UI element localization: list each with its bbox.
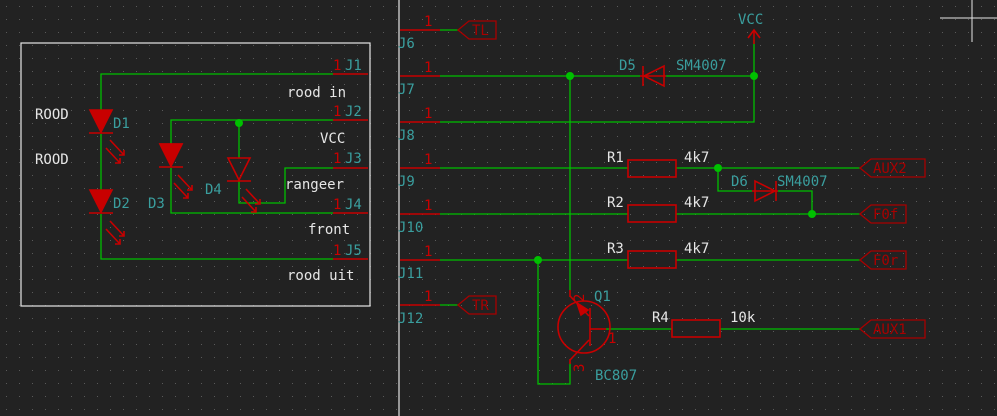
resistor-r2[interactable]: R2 4k7 (607, 195, 709, 223)
j9-pin-number: 1 (424, 152, 432, 168)
vcc-power-label: VCC (738, 12, 763, 28)
led-d1[interactable]: D1 ROOD (35, 107, 130, 164)
aux1-text: AUX1 (873, 322, 907, 338)
j5-reference: J5 (345, 243, 362, 259)
d2-reference: D2 (113, 196, 130, 212)
j10-pin-number: 1 (424, 198, 432, 214)
d6-value: SM4007 (777, 174, 828, 190)
vcc-power-symbol[interactable]: VCC (738, 12, 763, 44)
j3-reference: J3 (345, 151, 362, 167)
j8-pin-number: 1 (424, 106, 432, 122)
net-label-aux2[interactable]: AUX2 (858, 158, 926, 178)
d5-value: SM4007 (676, 58, 727, 74)
aux2-text: AUX2 (873, 161, 907, 177)
q1-pin-2: 2 (572, 294, 588, 302)
j5-label: rood uit (287, 268, 354, 284)
j7-pin-number: 1 (424, 60, 432, 76)
j2-pin-number: 1 (333, 104, 341, 120)
j2-reference: J2 (345, 104, 362, 120)
j4-label: front (308, 222, 350, 238)
connector-j5[interactable]: J5 rood uit (287, 243, 368, 284)
j2-label: VCC (320, 131, 345, 147)
q1-pin-3: 3 (572, 364, 588, 372)
f0r-text: F0r (873, 253, 898, 269)
d1-reference: D1 (113, 116, 130, 132)
net-label-tl[interactable]: TL (456, 20, 497, 40)
diode-d6[interactable]: D6 SM4007 (731, 174, 828, 203)
connector-j3[interactable]: J3 rangeer (285, 151, 368, 193)
j3-pin-number: 1 (333, 151, 341, 167)
resistor-r4[interactable]: R4 10k (652, 310, 756, 338)
j1-pin-number: 1 (333, 58, 341, 74)
front-panel-frame (20, 42, 371, 307)
f0f-text: F0f (873, 207, 898, 223)
j5-pin-number: 1 (333, 243, 341, 259)
j11-pin-number: 1 (424, 244, 432, 260)
j12-pin-number: 1 (424, 289, 432, 305)
d1-text: ROOD (35, 107, 69, 123)
tl-text: TL (472, 23, 489, 39)
j4-reference: J4 (345, 197, 362, 213)
j3-label: rangeer (285, 177, 344, 193)
j10-reference: J10 (398, 220, 423, 236)
r3-reference: R3 (607, 241, 624, 257)
net-label-f0f[interactable]: F0f (858, 204, 907, 224)
d3-reference: D3 (148, 196, 165, 212)
led-d4[interactable]: D4 (205, 157, 261, 213)
d2-text: ROOD (35, 152, 69, 168)
q1-reference: Q1 (594, 289, 611, 305)
j9-reference: J9 (398, 174, 415, 190)
d4-reference: D4 (205, 182, 222, 198)
q1-pin-1: 1 (608, 331, 616, 347)
connector-j2[interactable]: J2 VCC (320, 104, 368, 147)
resistor-r1[interactable]: R1 4k7 (607, 150, 709, 178)
connector-j8[interactable]: 1 J8 (398, 106, 440, 144)
net-label-f0r[interactable]: F0r (858, 250, 907, 270)
j6-reference: J6 (398, 36, 415, 52)
connector-j10[interactable]: 1 J10 (398, 198, 440, 236)
connector-j12[interactable]: 1 J12 (398, 289, 440, 327)
j4-pin-number: 1 (333, 197, 341, 213)
j12-reference: J12 (398, 311, 423, 327)
r1-value: 4k7 (684, 150, 709, 166)
connector-j1[interactable]: 1 J1 rood in (287, 58, 368, 101)
led-d3[interactable]: D3 (148, 143, 193, 212)
j7-reference: J7 (398, 82, 415, 98)
right-wires (440, 29, 860, 385)
connector-j11[interactable]: 1 J11 (398, 244, 440, 282)
r2-reference: R2 (607, 195, 624, 211)
resistor-r3[interactable]: R3 4k7 (607, 241, 709, 269)
d5-reference: D5 (619, 58, 636, 74)
j1-reference: J1 (345, 58, 362, 74)
r1-reference: R1 (607, 150, 624, 166)
r4-value: 10k (730, 310, 756, 326)
diode-d5[interactable]: D5 SM4007 (619, 58, 727, 88)
r2-value: 4k7 (684, 195, 709, 211)
j11-reference: J11 (398, 266, 423, 282)
connector-j4[interactable]: J4 front (308, 197, 368, 238)
d6-reference: D6 (731, 174, 748, 190)
left-wires (100, 73, 333, 260)
r4-reference: R4 (652, 310, 669, 326)
net-label-tr[interactable]: TR (456, 295, 497, 315)
q1-value: BC807 (595, 368, 637, 384)
connector-j7[interactable]: 1 J7 (398, 60, 440, 98)
connector-j6[interactable]: 1 J6 (398, 14, 440, 52)
tr-text: TR (472, 298, 489, 314)
connector-j9[interactable]: 1 J9 (398, 152, 440, 190)
transistor-q1[interactable]: Q1 BC807 1 2 3 (557, 289, 637, 384)
r3-value: 4k7 (684, 241, 709, 257)
j6-pin-number: 1 (424, 14, 432, 30)
j8-reference: J8 (398, 128, 415, 144)
net-label-aux1[interactable]: AUX1 (858, 319, 926, 339)
led-d2[interactable]: D2 ROOD (35, 152, 130, 245)
j1-label: rood in (287, 85, 346, 101)
